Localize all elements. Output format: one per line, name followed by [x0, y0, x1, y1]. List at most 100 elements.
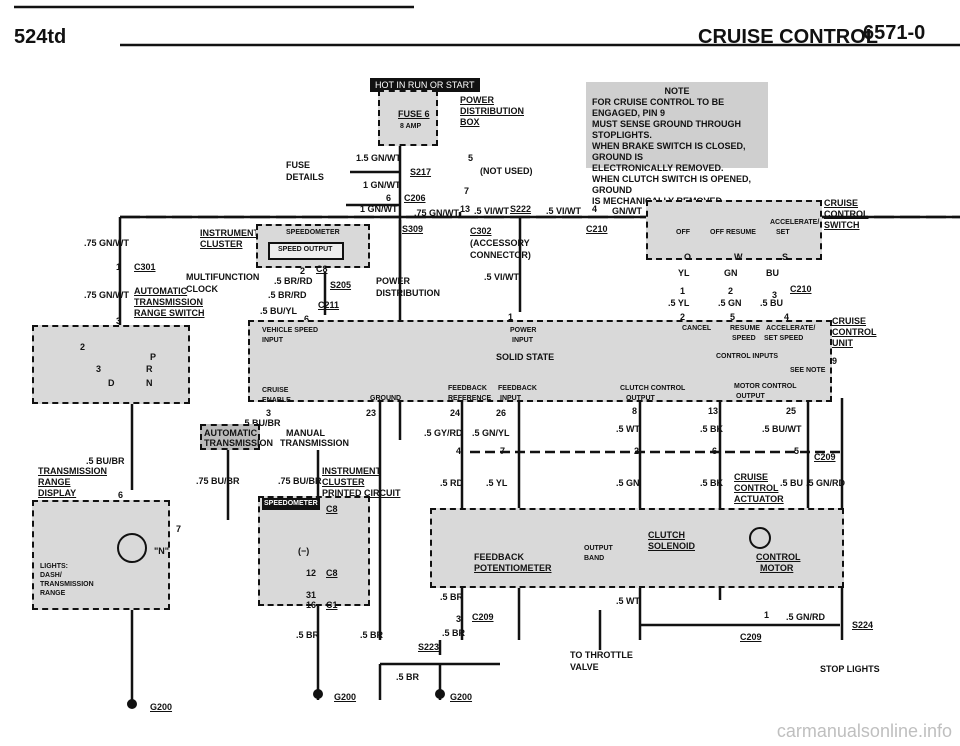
label-printed-circuit: PRINTED CIRCUIT: [322, 488, 401, 498]
fuse-box: [378, 90, 438, 146]
label-05-viwt-3: .5 VI/WT: [484, 272, 520, 282]
header-code: 6571-0: [863, 22, 926, 44]
label-05-gyrd: .5 GY/RD: [424, 428, 463, 438]
label-nine: 9: [832, 356, 838, 366]
note-title: NOTE: [664, 86, 690, 96]
label-set: SET: [776, 229, 790, 236]
label-clutch: CLUTCH: [648, 530, 685, 540]
label-power-input: POWER: [510, 327, 537, 334]
label-05-br: .5 BR: [440, 592, 464, 602]
label-range-l: RANGE: [40, 590, 66, 597]
label-two-2: 2: [80, 342, 86, 352]
label-transmission: TRANSMISSION: [134, 297, 204, 307]
label-speed: SPEED: [732, 335, 756, 342]
cruise-switch-box: [646, 200, 822, 260]
label-s309: S309: [402, 224, 424, 234]
label-accessory: (ACCESSORY: [470, 238, 530, 248]
label-05-bk-2: .5 BK: [700, 478, 724, 488]
label-control-sw: CONTROL: [824, 209, 869, 219]
label-n2: 2: [728, 286, 734, 296]
label-p6: 6: [712, 446, 718, 456]
label-p5b: 5: [794, 446, 800, 456]
header-right: CRUISE CONTROL: [698, 26, 878, 48]
label-instrument: INSTRUMENT: [200, 228, 259, 238]
header-left: 524td: [14, 26, 67, 48]
label-05-viwt: .5 VI/WT: [474, 206, 510, 216]
label-motor: MOTOR: [760, 563, 794, 573]
label-resume: RESUME: [730, 325, 760, 332]
note-line5: WHEN CLUTCH SWITCH IS OPENED, GROUND: [592, 174, 751, 195]
label-p8: 8: [632, 406, 638, 416]
fuse-details-2: DETAILS: [286, 172, 324, 182]
label-unit: UNIT: [832, 338, 853, 348]
label-six-3: 6: [118, 490, 124, 500]
label-sixteen: 16: [306, 600, 317, 610]
label-solid-state: SOLID STATE: [496, 352, 555, 362]
label-speedometer: SPEEDOMETER: [286, 229, 340, 236]
label-n: N: [146, 378, 153, 388]
watermark: carmanualsonline.info: [776, 721, 952, 741]
label-trans-l: TRANSMISSION: [40, 581, 94, 588]
label-cruise-unit: CRUISE: [832, 316, 867, 326]
label-05-bubr-2: .5 BU/BR: [86, 456, 125, 466]
label-05-rd: .5 RD: [440, 478, 464, 488]
label-seven-2: 7: [176, 524, 182, 534]
label-05-viwt-2: .5 VI/WT: [546, 206, 582, 216]
auto-trans-box: [200, 424, 260, 450]
label-p2: 2: [634, 446, 640, 456]
label-output-band: OUTPUT: [584, 545, 613, 552]
label-c210-b: C210: [790, 284, 812, 294]
label-thirtyone: 31: [306, 590, 317, 600]
label-not-used: (NOT USED): [480, 166, 533, 176]
label-c8: C8: [316, 264, 328, 274]
label-c211: C211: [318, 300, 340, 310]
label-n3: 3: [772, 290, 778, 300]
label-s223: S223: [418, 642, 440, 652]
label-p23: 23: [366, 408, 377, 418]
label-05-br-2: .5 BR: [442, 628, 466, 638]
label-transmission-3: TRANSMISSION: [280, 438, 350, 448]
label-p25: 25: [786, 406, 797, 416]
label-bu: BU: [766, 268, 779, 278]
label-05-gnyl: .5 GN/YL: [472, 428, 510, 438]
label-band: BAND: [584, 555, 605, 562]
label-twelve: 12: [306, 568, 317, 578]
label-p24: 24: [450, 408, 461, 418]
label-control-unit: CONTROL: [832, 327, 877, 337]
label-075-bubr-2: .75 BU/BR: [278, 476, 322, 486]
label-05-bk: .5 BK: [700, 424, 724, 434]
label-p3: 3: [266, 408, 272, 418]
actuator-box: [430, 508, 844, 588]
label-05-br-5: .5 BR: [396, 672, 420, 682]
label-c8-c: C8: [326, 568, 338, 578]
label-05-wt: .5 WT: [616, 424, 640, 434]
label-05-wt-2: .5 WT: [616, 596, 640, 606]
label-actuator: ACTUATOR: [734, 494, 784, 504]
label-stop-lights: STOP LIGHTS: [820, 664, 880, 674]
label-g200-b: G200: [334, 692, 357, 702]
label-seven: 7: [464, 186, 470, 196]
label-p4: 4: [456, 446, 462, 456]
label-gn: GN: [724, 268, 738, 278]
label-power: POWER: [376, 276, 411, 286]
label-clutch-control: CLUTCH CONTROL: [620, 385, 686, 392]
note-line3: WHEN BRAKE SWITCH IS CLOSED, GROUND IS: [592, 141, 746, 162]
label-c209-b: C209: [472, 612, 494, 622]
label-s: S: [782, 252, 789, 262]
label-05-br-3: .5 BR: [296, 630, 320, 640]
label-p7: 7: [500, 446, 506, 456]
label-d: D: [108, 378, 115, 388]
label-05-br-4: .5 BR: [360, 630, 384, 640]
label-clock: CLOCK: [186, 284, 218, 294]
label-w: W: [734, 252, 743, 262]
label-ground: GROUND: [370, 395, 402, 402]
cruise-control-unit-box: [248, 320, 832, 402]
label-trans-range: TRANSMISSION: [38, 466, 108, 476]
label-05-brrd-2: .5 BR/RD: [268, 290, 307, 300]
power-dist-line1: POWER: [460, 95, 495, 105]
label-automatic: AUTOMATIC: [134, 286, 188, 296]
label-range-switch: RANGE SWITCH: [134, 308, 205, 318]
label-c1: C1: [326, 600, 338, 610]
label-s222: S222: [510, 204, 532, 214]
note-line2: MUST SENSE GROUND THROUGH STOPLIGHTS.: [592, 119, 742, 140]
